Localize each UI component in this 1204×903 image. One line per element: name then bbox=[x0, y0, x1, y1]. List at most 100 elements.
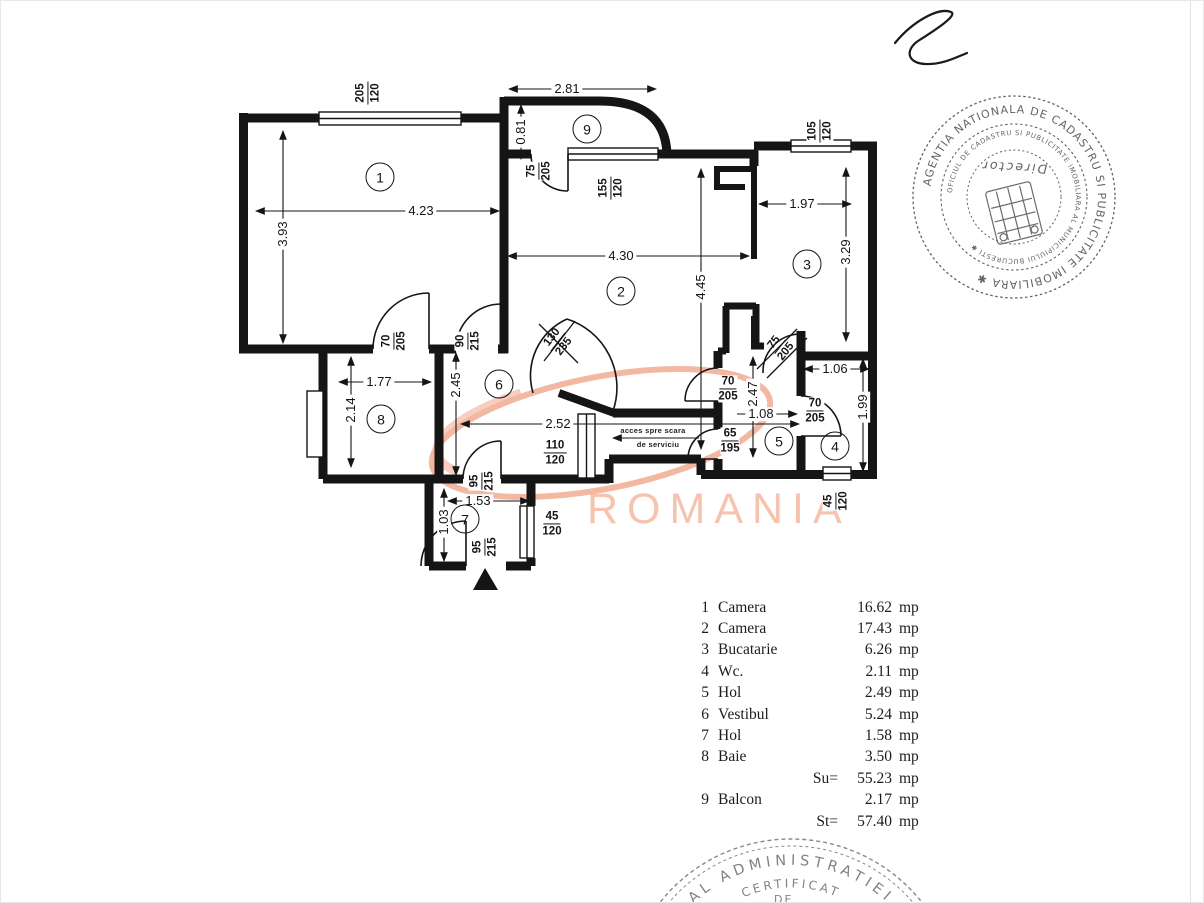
legend-total-label: St= bbox=[816, 812, 838, 830]
fraction-denominator: 120 bbox=[545, 454, 565, 467]
scan-edge-line bbox=[1190, 1, 1191, 902]
legend-unit: mp bbox=[899, 684, 919, 702]
dim-label: 2.45 bbox=[448, 369, 463, 401]
dim-label: 1.99 bbox=[855, 391, 870, 423]
room-number-8: 8 bbox=[366, 404, 396, 434]
legend-total-row: St= 57.40 mp bbox=[693, 811, 925, 832]
legend-unit: mp bbox=[899, 769, 919, 787]
dim-label: 4.30 bbox=[605, 249, 637, 263]
room-number-7: 7 bbox=[450, 504, 480, 534]
fraction-denominator: 215 bbox=[469, 331, 482, 351]
legend-room-number: 2 bbox=[701, 620, 709, 638]
legend-room-area: 6.26 bbox=[864, 641, 892, 659]
fraction-denominator: 215 bbox=[483, 471, 496, 491]
legend-room-area: 5.24 bbox=[864, 705, 892, 723]
fraction-numerator: 65 bbox=[721, 427, 739, 442]
fraction-numerator: 70 bbox=[380, 332, 395, 350]
fraction-denominator: 120 bbox=[369, 83, 382, 103]
walls bbox=[239, 96, 877, 571]
room-number-9: 9 bbox=[572, 114, 602, 144]
fraction-denominator: 120 bbox=[837, 491, 850, 511]
fraction-numerator: 95 bbox=[468, 472, 483, 490]
fraction-denominator: 120 bbox=[612, 178, 625, 198]
fraction-numerator: 95 bbox=[471, 538, 486, 556]
dim-label: 1.97 bbox=[786, 197, 818, 211]
access-note-line2: de serviciu bbox=[636, 440, 680, 450]
legend-unit: mp bbox=[899, 598, 919, 616]
fraction-denominator: 195 bbox=[720, 442, 740, 455]
legend-room-number: 1 bbox=[701, 598, 709, 616]
fraction-numerator: 70 bbox=[806, 397, 824, 412]
legend-room-number: 7 bbox=[701, 727, 709, 745]
windows bbox=[306, 111, 852, 559]
legend-unit: mp bbox=[899, 727, 919, 745]
fraction-numerator: 155 bbox=[597, 176, 612, 200]
legend-room-name: Vestibul bbox=[718, 705, 769, 723]
legend-unit: mp bbox=[899, 748, 919, 766]
dim-label: 4.23 bbox=[405, 204, 437, 218]
legend-room-area: 3.50 bbox=[864, 748, 892, 766]
legend-room-name: Hol bbox=[718, 684, 742, 702]
dim-label: 1.06 bbox=[819, 362, 851, 376]
romania-watermark: ROMANIA bbox=[587, 485, 851, 533]
dim-label: 1.03 bbox=[436, 506, 451, 538]
fraction-denominator: 205 bbox=[540, 161, 553, 181]
fraction-numerator: 110 bbox=[543, 439, 567, 454]
legend-room-area: 1.58 bbox=[864, 727, 892, 745]
room-number-2: 2 bbox=[606, 276, 636, 306]
legend-room-number: 6 bbox=[701, 705, 709, 723]
fraction-denominator: 205 bbox=[718, 390, 738, 403]
fraction-denominator: 215 bbox=[486, 537, 499, 557]
dim-label: 0.81 bbox=[513, 116, 528, 148]
legend-room-name: Camera bbox=[718, 598, 767, 616]
legend-room-area: 17.43 bbox=[857, 620, 892, 638]
legend-room-name: Bucatarie bbox=[718, 641, 778, 659]
dim-label: 2.81 bbox=[551, 82, 583, 96]
dim-label: 3.29 bbox=[838, 236, 853, 268]
legend-room-name: Balcon bbox=[718, 791, 762, 809]
fraction-denominator: 120 bbox=[821, 121, 834, 141]
fraction-numerator: 205 bbox=[354, 81, 369, 105]
access-note-line1: acces spre scara bbox=[620, 426, 686, 436]
legend-unit: mp bbox=[899, 812, 919, 830]
round-stamp-director: Director bbox=[980, 158, 1047, 176]
legend-room-name: Baie bbox=[718, 748, 747, 766]
legend-room-number: 5 bbox=[701, 684, 709, 702]
legend-subtotal-row: Su= 55.23 mp bbox=[693, 768, 925, 789]
legend-unit: mp bbox=[899, 662, 919, 680]
legend-total-value: 57.40 bbox=[857, 812, 892, 830]
dim-label: 1.77 bbox=[363, 375, 395, 389]
fraction-numerator: 45 bbox=[822, 492, 837, 510]
bottom-stamp-line3: DE bbox=[774, 893, 793, 903]
entrance-triangle bbox=[473, 568, 498, 590]
dim-label: 4.45 bbox=[693, 271, 708, 303]
room-number-6: 6 bbox=[484, 369, 514, 399]
pen-mark bbox=[893, 9, 969, 66]
room-number-3: 3 bbox=[792, 249, 822, 279]
fraction-numerator: 75 bbox=[525, 162, 540, 180]
legend-unit: mp bbox=[899, 620, 919, 638]
legend-subtotal-label: Su= bbox=[812, 769, 838, 787]
fraction-denominator: 205 bbox=[805, 412, 825, 425]
dim-label: 2.14 bbox=[343, 394, 358, 426]
legend-subtotal-value: 55.23 bbox=[857, 769, 892, 787]
legend-room-number: 8 bbox=[701, 748, 709, 766]
fraction-numerator: 45 bbox=[543, 510, 561, 525]
